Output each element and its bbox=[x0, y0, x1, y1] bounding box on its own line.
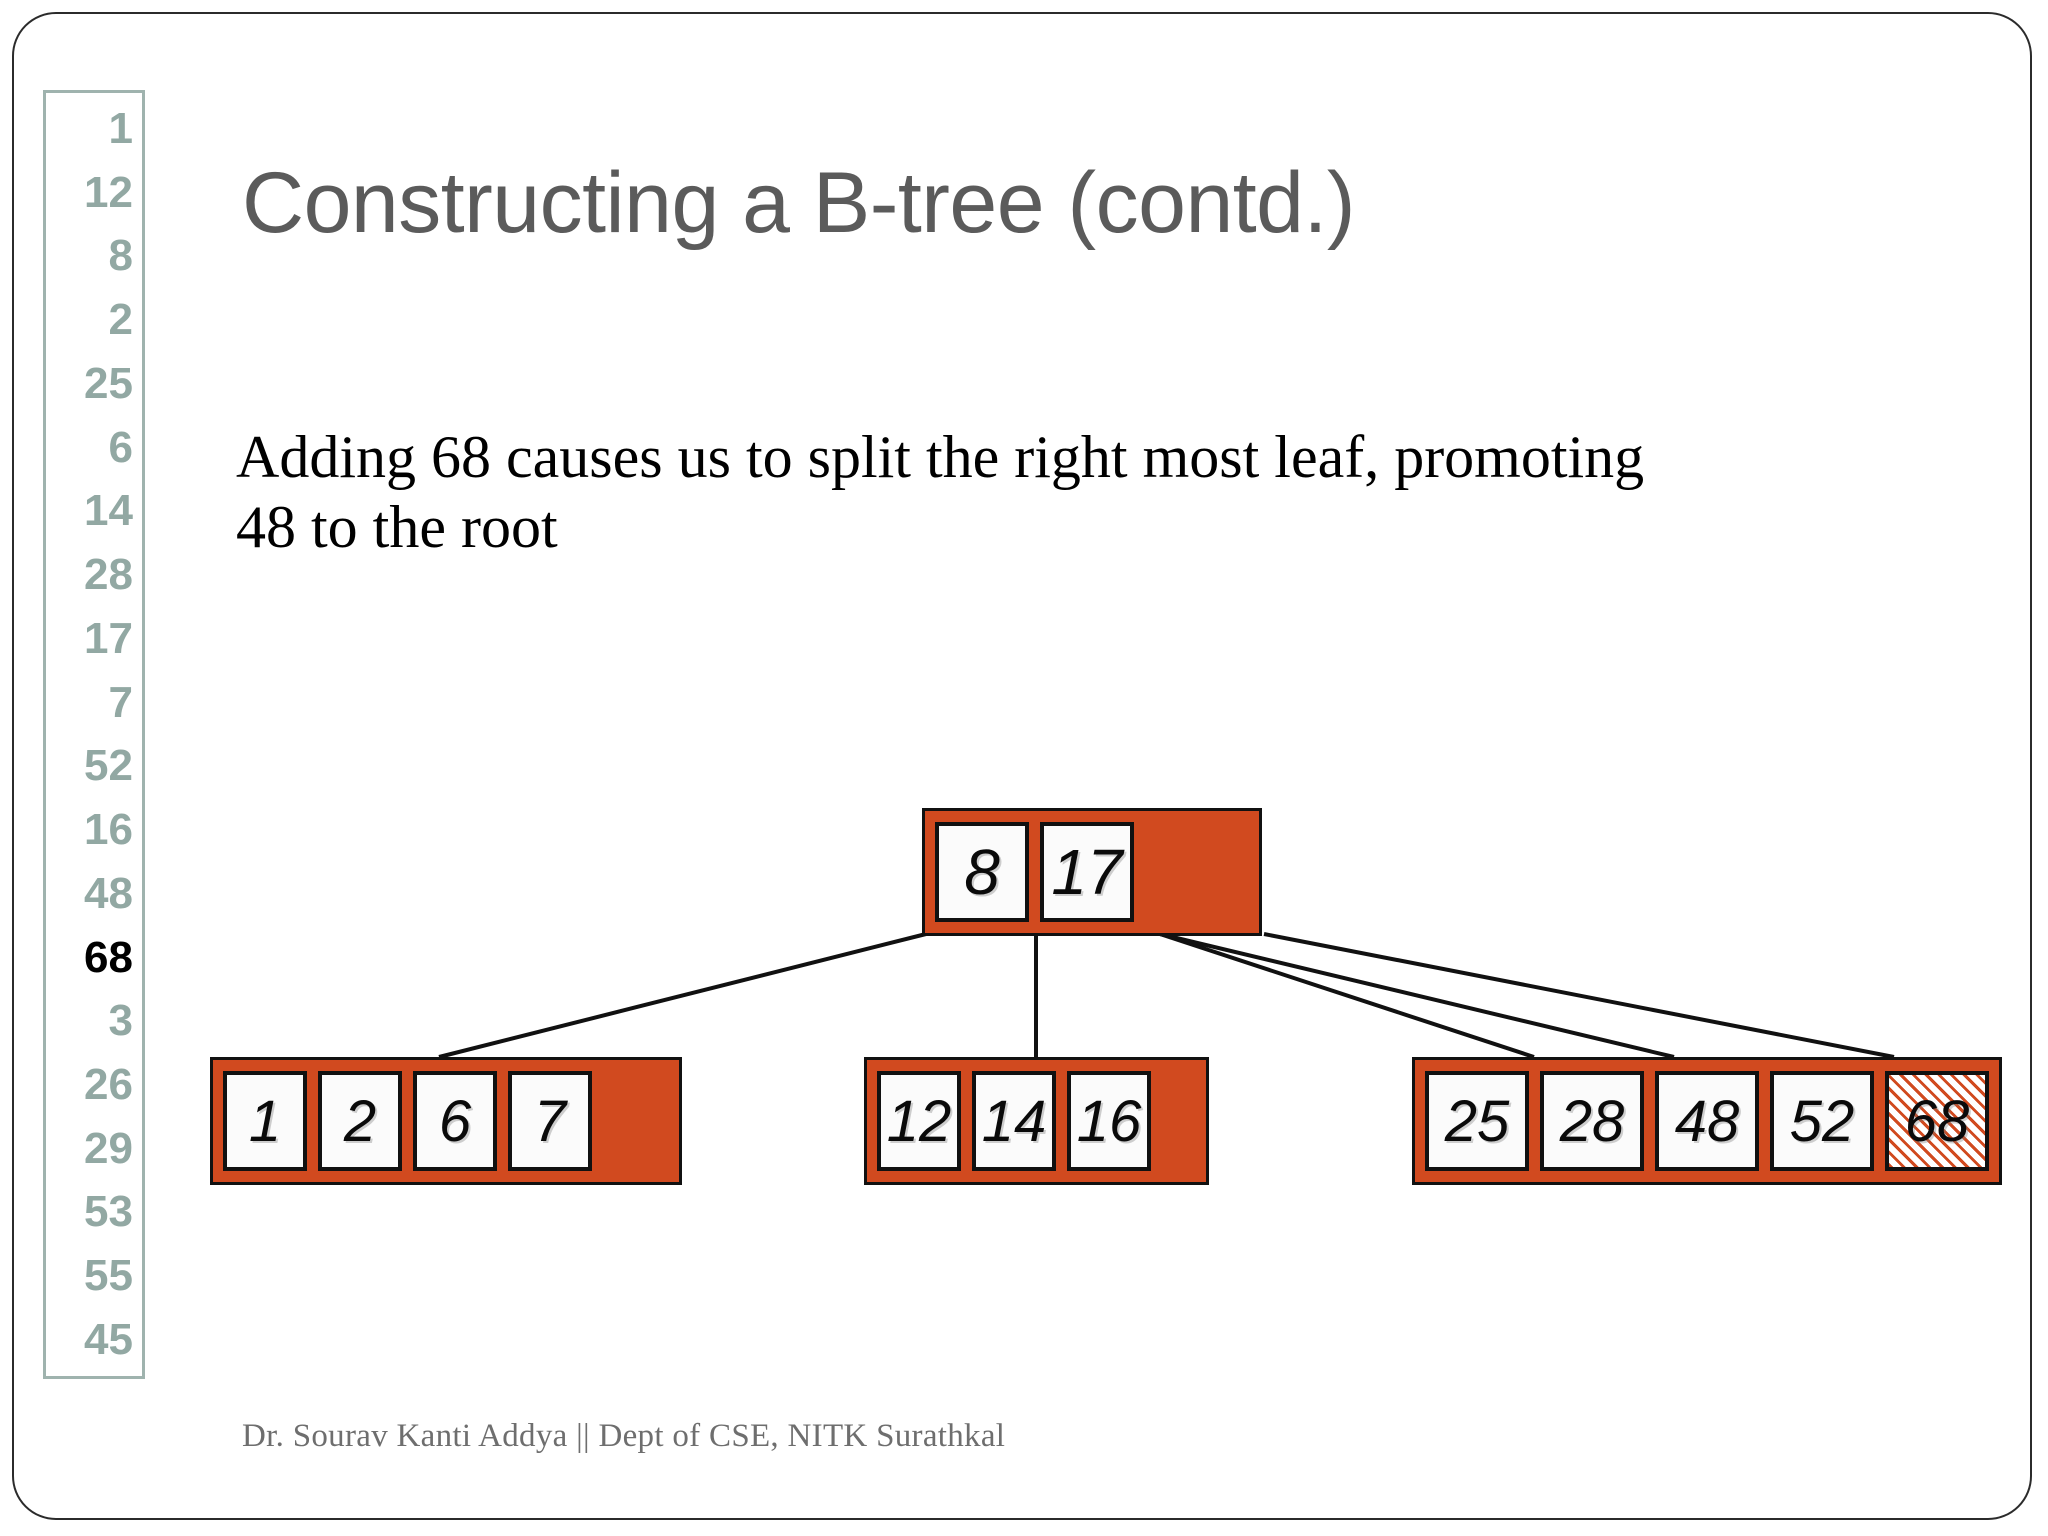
slide-canvas: 1 12 8 2 25 6 14 28 17 7 52 16 48 68 3 2… bbox=[12, 12, 2032, 1520]
sidebar-number: 6 bbox=[108, 422, 133, 472]
sidebar-number: 53 bbox=[84, 1187, 133, 1237]
sidebar-number: 28 bbox=[84, 550, 133, 600]
btree-key-cell: 2 bbox=[318, 1071, 402, 1171]
sidebar-number: 45 bbox=[84, 1314, 133, 1364]
btree-key-cell: 8 bbox=[935, 822, 1029, 922]
sidebar-number: 14 bbox=[84, 486, 133, 536]
sidebar-number: 7 bbox=[108, 677, 133, 727]
btree-key-cell: 16 bbox=[1067, 1071, 1151, 1171]
sidebar-number: 25 bbox=[84, 358, 133, 408]
btree-key-cell: 52 bbox=[1770, 1071, 1874, 1171]
btree-key-cell: 1 bbox=[223, 1071, 307, 1171]
sidebar-number: 55 bbox=[84, 1251, 133, 1301]
btree-key-cell-highlighted: 68 bbox=[1885, 1071, 1989, 1171]
sidebar-number: 8 bbox=[108, 231, 133, 281]
slide-body-text: Adding 68 causes us to split the right m… bbox=[236, 424, 1645, 561]
btree-key-cell: 6 bbox=[413, 1071, 497, 1171]
btree-key-cell: 7 bbox=[508, 1071, 592, 1171]
btree-leaf-node-left: 1 2 6 7 bbox=[210, 1057, 682, 1185]
sidebar-number: 12 bbox=[84, 167, 133, 217]
btree-key-cell: 17 bbox=[1040, 822, 1134, 922]
sidebar-number: 2 bbox=[108, 295, 133, 345]
sidebar-number-strip: 1 12 8 2 25 6 14 28 17 7 52 16 48 68 3 2… bbox=[43, 90, 145, 1379]
slide-title: Constructing a B-tree (contd.) bbox=[242, 155, 1356, 251]
btree-key-cell: 25 bbox=[1425, 1071, 1529, 1171]
sidebar-number-active: 68 bbox=[84, 932, 133, 982]
btree-key-cell: 28 bbox=[1540, 1071, 1644, 1171]
sidebar-number: 3 bbox=[108, 996, 133, 1046]
btree-key-cell: 14 bbox=[972, 1071, 1056, 1171]
btree-root-node: 8 17 bbox=[922, 808, 1262, 936]
sidebar-number: 26 bbox=[84, 1060, 133, 1110]
sidebar-number: 48 bbox=[84, 868, 133, 918]
btree-key-cell: 48 bbox=[1655, 1071, 1759, 1171]
btree-key-cell: 12 bbox=[877, 1071, 961, 1171]
btree-leaf-node-middle: 12 14 16 bbox=[864, 1057, 1209, 1185]
sidebar-number: 1 bbox=[108, 104, 133, 153]
sidebar-number: 52 bbox=[84, 741, 133, 791]
btree-leaf-node-right: 25 28 48 52 68 bbox=[1412, 1057, 2002, 1185]
slide-footer: Dr. Sourav Kanti Addya || Dept of CSE, N… bbox=[242, 1418, 1006, 1454]
btree-empty-slot bbox=[1145, 822, 1239, 922]
sidebar-number: 29 bbox=[84, 1123, 133, 1173]
sidebar-number: 17 bbox=[84, 613, 133, 663]
sidebar-number: 16 bbox=[84, 805, 133, 855]
